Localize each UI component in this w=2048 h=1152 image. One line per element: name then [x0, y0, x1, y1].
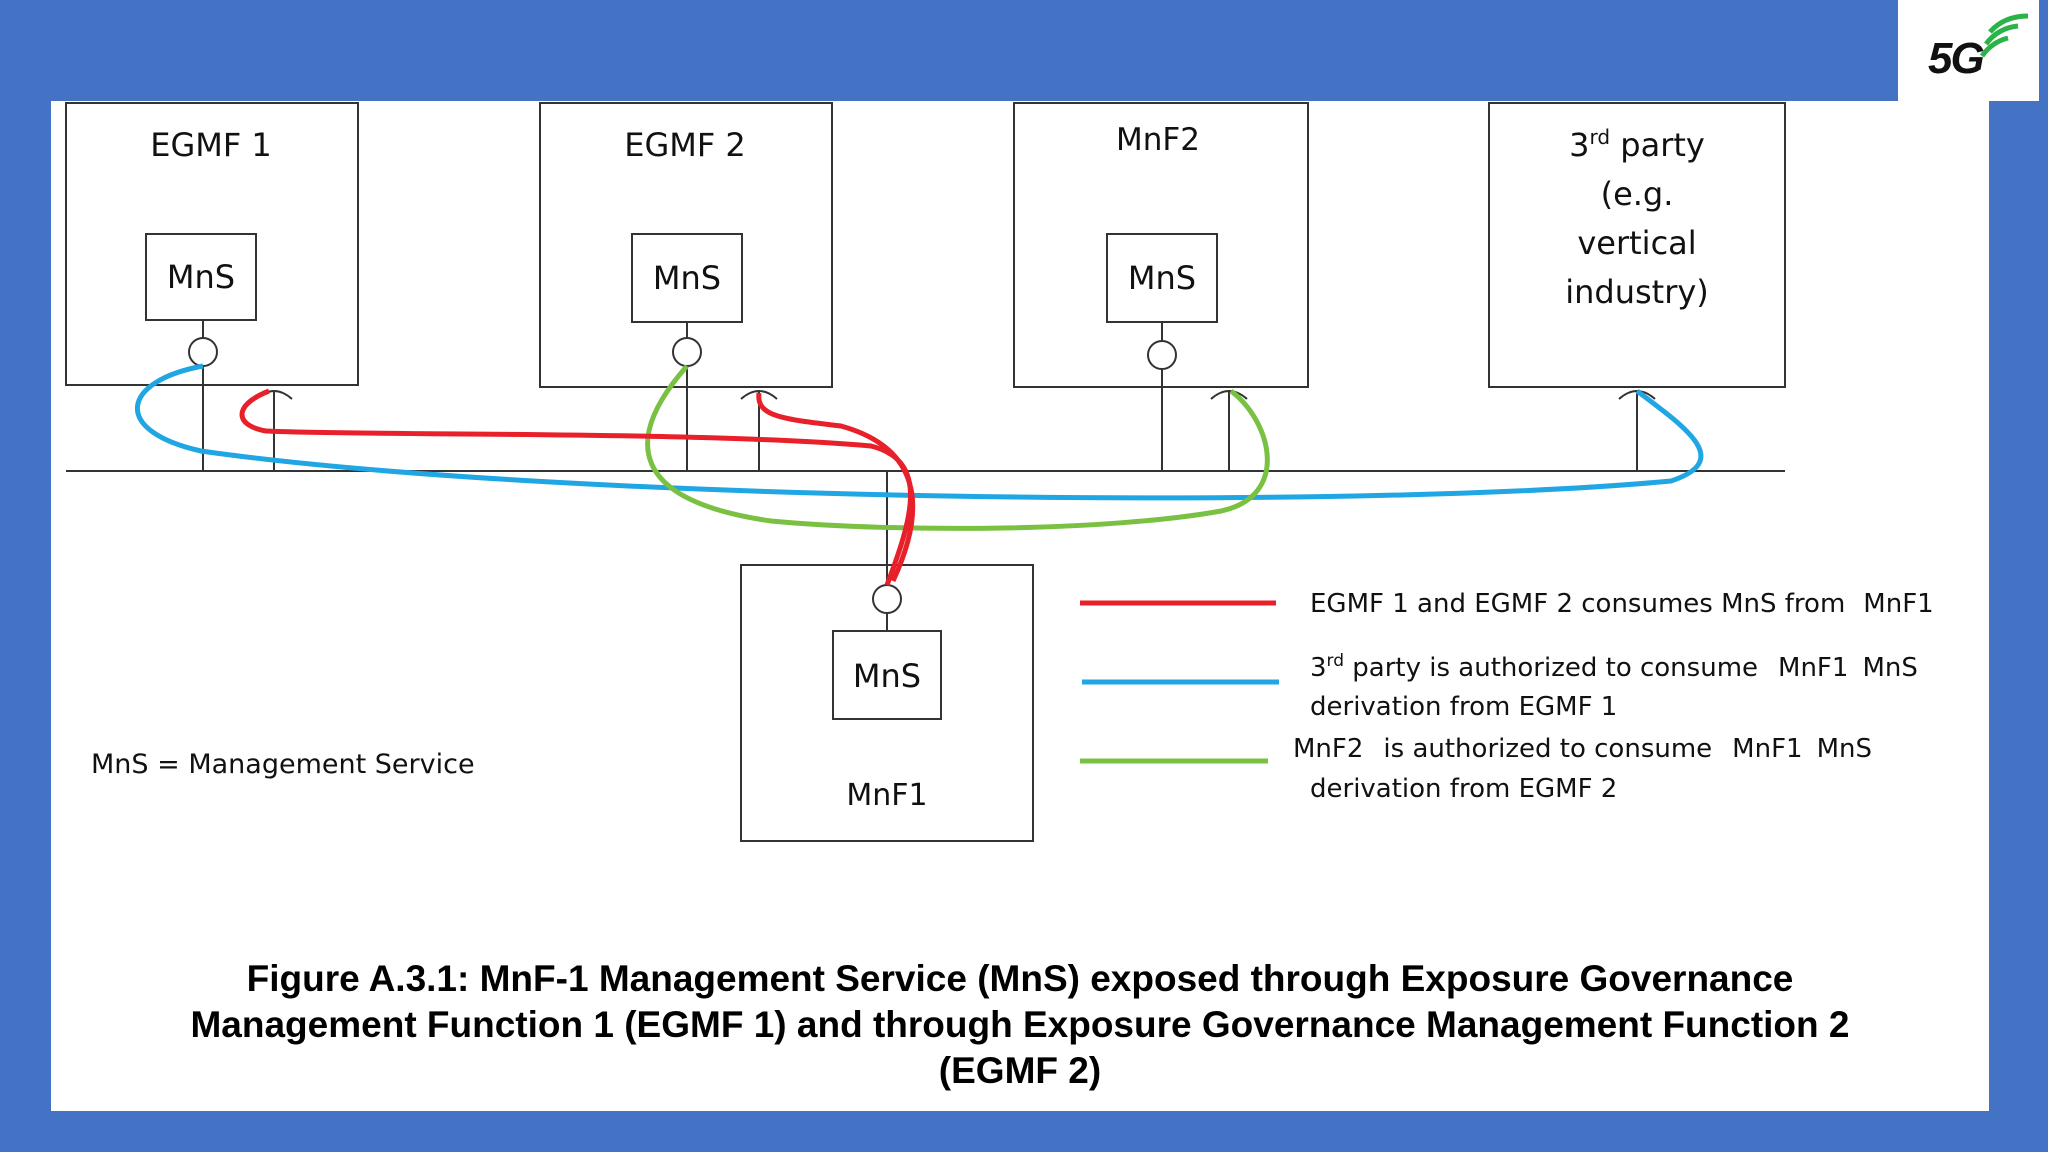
third-party-line4: industry) — [1565, 273, 1709, 311]
mns-exposure-diagram: EGMF 1 MnS EGMF 2 MnS MnF2 MnS 3rd party… — [65, 102, 1934, 842]
mnf2-interface-circle — [1147, 340, 1177, 370]
slide: EGMF 1 MnS EGMF 2 MnS MnF2 MnS 3rd party… — [51, 101, 1989, 1111]
third-party-line2: (e.g. — [1601, 175, 1674, 213]
egmf1-mns-box — [145, 233, 257, 321]
egmf2-mns-label: MnS — [653, 259, 721, 297]
legend-blue-text-2: derivation from EGMF 1 — [1310, 692, 1617, 722]
third-party-line3: vertical — [1577, 224, 1696, 262]
egmf1-mns-label: MnS — [167, 258, 235, 296]
egmf2-interface-circle — [672, 337, 702, 367]
mnf2-socket — [1210, 390, 1248, 400]
green-flow-curve — [645, 364, 1270, 531]
mnf2-mns-label: MnS — [1128, 259, 1196, 297]
third-party-box — [1488, 102, 1786, 388]
caption-line-2: Management Function 1 (EGMF 1) and throu… — [190, 1004, 1850, 1045]
5g-logo: 5G — [1898, 0, 2039, 101]
abbreviation-note: MnS = Management Service — [91, 749, 475, 780]
egmf1-interface-circle — [188, 337, 218, 367]
egmf2-mns-box — [631, 233, 743, 323]
logo-text: 5G — [1928, 34, 1985, 83]
third-party-title: 3rd party — [1569, 125, 1705, 164]
egmf1-title: EGMF 1 — [150, 126, 272, 164]
mnf1-mns-label: MnS — [853, 657, 921, 695]
red-flow-curve-egmf2 — [756, 392, 916, 583]
mnf2-title: MnF2 — [1116, 122, 1200, 158]
signal-arcs-icon — [1979, 13, 2029, 58]
legend-green-text-2: derivation from EGMF 2 — [1310, 774, 1617, 804]
mnf2-mns-box — [1106, 233, 1218, 323]
blue-flow-curve — [135, 363, 1704, 501]
mnf1-title: MnF1 — [846, 778, 927, 813]
mnf1-mns-box — [832, 630, 942, 720]
figure-caption: Figure A.3.1: MnF-1 Management Service (… — [51, 956, 1989, 1094]
caption-line-3: (EGMF 2) — [938, 1050, 1102, 1091]
caption-line-1: Figure A.3.1: MnF-1 Management Service (… — [246, 958, 1794, 999]
mnf1-interface-circle — [872, 584, 902, 614]
egmf2-title: EGMF 2 — [624, 126, 746, 164]
egmf2-socket — [740, 390, 778, 400]
